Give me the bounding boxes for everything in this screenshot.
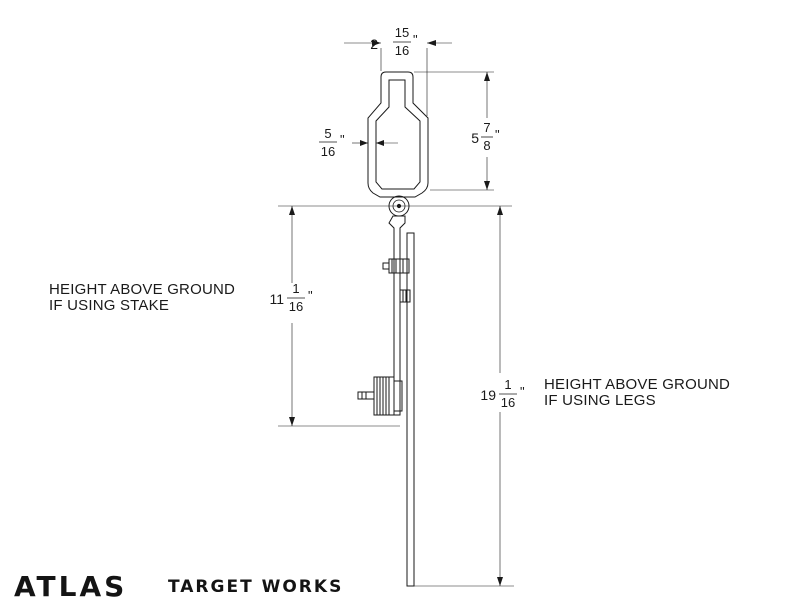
- dim-target-height: 5 7 8 ": [471, 120, 500, 153]
- stake-height-label: HEIGHT ABOVE GROUND IF USING STAKE: [49, 282, 235, 314]
- stake-height-label-line2: IF USING STAKE: [49, 297, 170, 314]
- legs-height-label-line1: HEIGHT ABOVE GROUND: [544, 376, 731, 393]
- stand-post: [406, 232, 415, 587]
- dim-legs-height: 19 1 16 ": [480, 377, 525, 410]
- target-plate-outline: [367, 71, 429, 198]
- dim-top-width-num: 15: [395, 25, 409, 40]
- dim-plate-thickness-unit: ": [340, 132, 345, 147]
- dim-target-height-unit: ": [495, 127, 500, 142]
- brand-tagline: TARGET WORKS: [168, 577, 344, 597]
- dim-legs-height-unit: ": [520, 384, 525, 399]
- legs-height-label: HEIGHT ABOVE GROUND IF USING LEGS: [544, 377, 730, 409]
- dim-top-width-unit: ": [413, 32, 418, 47]
- dim-top-width-den: 16: [395, 43, 409, 58]
- dim-legs-height-num: 1: [504, 377, 511, 392]
- dim-plate-thickness-num: 5: [324, 126, 331, 141]
- dim-plate-thickness-den: 16: [321, 144, 335, 159]
- dim-legs-height-den: 16: [501, 395, 515, 410]
- dim-stake-height-den: 16: [289, 299, 303, 314]
- legs-height-label-line2: IF USING LEGS: [544, 392, 656, 409]
- dim-stake-height-whole: 11: [269, 291, 284, 307]
- dim-top-width-whole: 2: [370, 36, 378, 52]
- stake-height-label-line1: HEIGHT ABOVE GROUND: [49, 281, 236, 298]
- dim-plate-thickness: 5 16 ": [319, 126, 345, 159]
- dim-target-height-num: 7: [483, 120, 490, 135]
- dim-stake-height-num: 1: [292, 281, 299, 296]
- brand-logo-wordmark: ATLAS: [14, 570, 128, 603]
- dim-target-height-whole: 5: [471, 130, 479, 146]
- hanging-arm: [388, 215, 406, 416]
- lower-bolt-nut: [399, 289, 411, 303]
- dim-top-width: 2 15 16 ": [370, 25, 418, 58]
- dim-target-height-den: 8: [483, 138, 490, 153]
- dim-legs-height-whole: 19: [480, 387, 496, 403]
- target-plate-inner-outline: [375, 79, 421, 190]
- dim-stake-height: 11 1 16 ": [269, 281, 313, 314]
- dim-stake-height-unit: ": [308, 288, 313, 303]
